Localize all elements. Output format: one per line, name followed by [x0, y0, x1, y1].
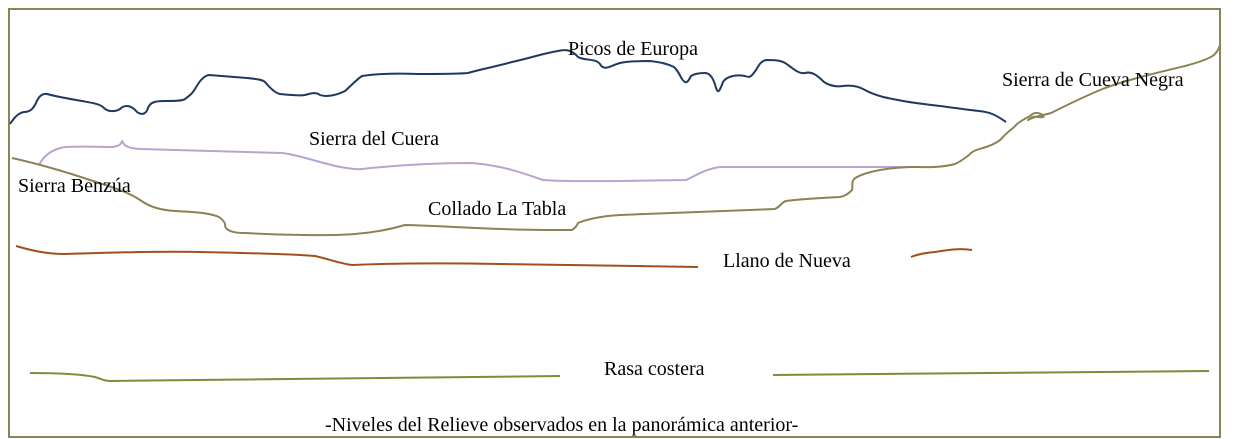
label-llano-de-nueva: Llano de Nueva — [723, 250, 851, 272]
llano-de-nueva-line — [15, 245, 699, 268]
sierra-del-cuera-line — [38, 140, 913, 183]
llano-de-nueva-line-east — [910, 248, 973, 258]
rasa-costera-line-east — [772, 370, 1210, 376]
diagram-border — [8, 8, 1221, 438]
label-collado-la-tabla: Collado La Tabla — [428, 198, 566, 220]
label-rasa-costera: Rasa costera — [604, 358, 705, 380]
collado-la-tabla-line — [11, 44, 1221, 237]
label-sierra-benzua: Sierra Benzúa — [18, 175, 131, 197]
label-sierra-del-cuera: Sierra del Cuera — [309, 128, 439, 150]
label-picos-de-europa: Picos de Europa — [568, 38, 698, 60]
diagram-caption: -Niveles del Relieve observados en la pa… — [325, 414, 798, 436]
label-sierra-de-cueva-negra: Sierra de Cueva Negra — [1002, 69, 1184, 91]
rasa-costera-line-west — [29, 372, 561, 383]
picos-de-europa-line — [9, 49, 1007, 125]
